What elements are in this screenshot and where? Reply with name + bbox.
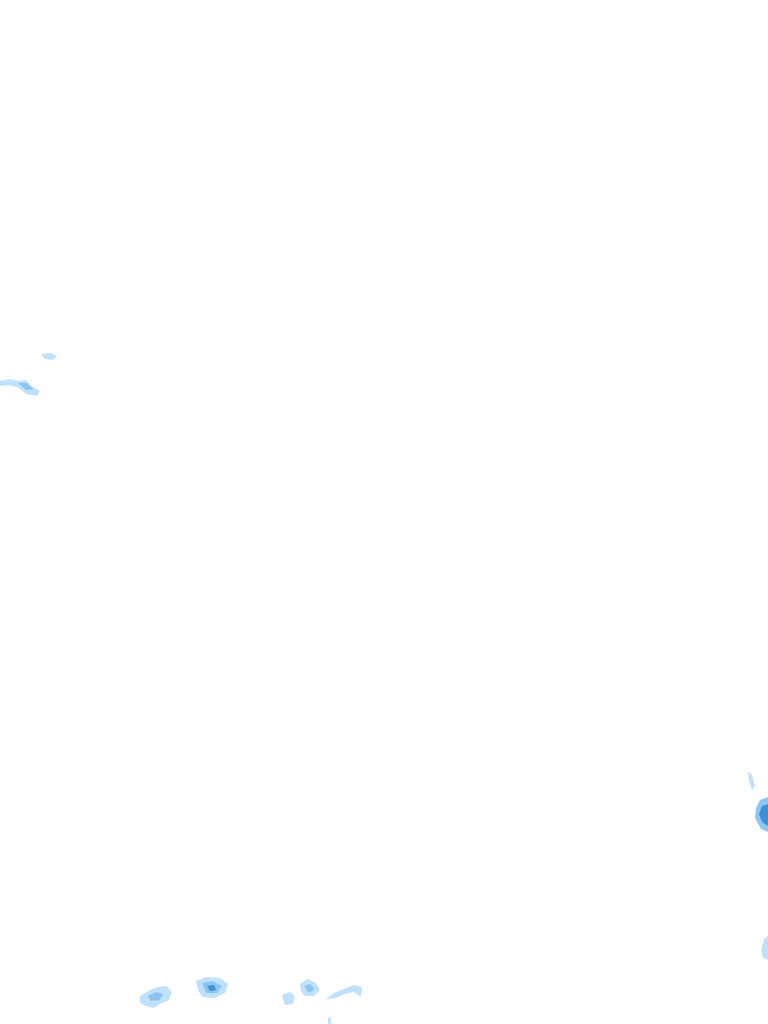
precip-cell <box>326 985 362 999</box>
precip-cell <box>148 992 163 1001</box>
precip-cell <box>748 771 755 790</box>
precip-cell <box>759 804 768 826</box>
precip-cell <box>41 353 57 360</box>
precip-cluster-bottom <box>140 977 362 1024</box>
precip-cell <box>328 1017 331 1024</box>
precip-cell <box>282 992 295 1005</box>
precip-cell <box>207 985 216 991</box>
precip-cell <box>761 936 768 960</box>
precip-cell <box>304 984 315 993</box>
precip-cell <box>0 379 40 396</box>
precip-cluster-right-edge <box>748 771 768 960</box>
precip-cell <box>18 383 33 390</box>
precip-cluster-upper-left <box>0 353 57 396</box>
